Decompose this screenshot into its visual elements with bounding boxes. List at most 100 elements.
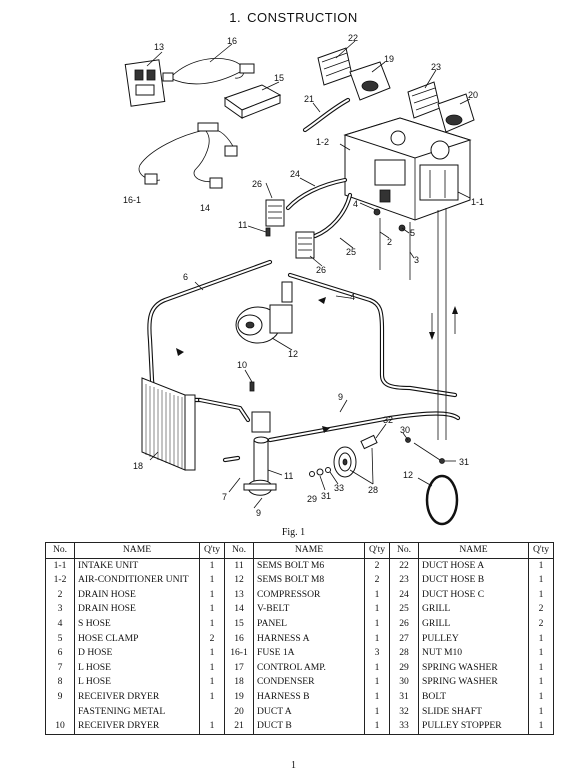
col-header-name: NAME xyxy=(418,542,529,559)
table-cell-qty: 1 xyxy=(199,646,225,661)
table-cell-qty: 2 xyxy=(528,616,554,632)
construction-diagram: 13 16 15 22 19 23 20 21 1-2 1-1 24 26 4 … xyxy=(123,33,484,526)
callout: 10 xyxy=(237,360,247,370)
table-cell-qty: 1 xyxy=(199,602,225,617)
table-cell-qty: 1 xyxy=(364,689,390,705)
callout: 6 xyxy=(183,272,188,282)
table-cell-name: L HOSE xyxy=(74,675,200,690)
table-cell-qty: 1 xyxy=(199,587,225,603)
col-header-name: NAME xyxy=(253,542,365,559)
table-cell-no: 21 xyxy=(224,719,254,735)
callout: 26 xyxy=(252,179,262,189)
table-cell-name: SLIDE SHAFT xyxy=(418,704,529,720)
grill-26-a xyxy=(265,199,285,227)
table-cell-name: RECEIVER DRYER xyxy=(74,689,200,705)
col-header-qty: Q'ty xyxy=(528,542,554,559)
table-cell-name: SPRING WASHER xyxy=(418,660,529,676)
callout: 12 xyxy=(288,349,298,359)
table-cell-name: SEMS BOLT M6 xyxy=(253,558,365,574)
callout: 25 xyxy=(346,247,356,257)
callout: 19 xyxy=(384,54,394,64)
table-cell-no: 20 xyxy=(224,704,254,720)
table-cell-qty: 1 xyxy=(528,587,554,603)
table-cell-qty: 2 xyxy=(364,558,390,574)
table-cell-no: 2 xyxy=(45,587,75,603)
leader-lines xyxy=(146,40,471,509)
table-cell-no: 10 xyxy=(45,719,75,735)
table-cell-no: 6 xyxy=(45,646,75,661)
table-cell-no: 29 xyxy=(389,660,419,676)
table-cell-name: DUCT B xyxy=(253,719,365,735)
table-cell-qty: 1 xyxy=(528,704,554,720)
table-cell-no: 18 xyxy=(224,675,254,690)
table-cell-name: FASTENING METAL xyxy=(74,704,200,720)
callout: 4 xyxy=(353,199,358,209)
table-cell-no: 12 xyxy=(224,573,254,588)
harness-16 xyxy=(138,122,238,189)
table-cell-qty: 1 xyxy=(364,587,390,603)
col-header-qty: Q'ty xyxy=(199,542,225,559)
table-cell-qty: 1 xyxy=(199,573,225,588)
table-cell-name: HARNESS A xyxy=(253,631,365,647)
table-cell-no: 33 xyxy=(389,719,419,735)
table-cell-qty: 1 xyxy=(364,616,390,632)
callout: 7 xyxy=(222,492,227,502)
table-cell-qty: 1 xyxy=(528,660,554,676)
callout: 32 xyxy=(383,415,393,425)
table-cell-name: DUCT HOSE C xyxy=(418,587,529,603)
callout: 16-1 xyxy=(123,195,141,205)
table-cell-qty: 3 xyxy=(364,646,390,661)
duct-hose-22 xyxy=(302,97,351,133)
table-cell-no: 14 xyxy=(224,602,254,617)
table-cell-name: GRILL xyxy=(418,616,529,632)
duct-hose-23 xyxy=(285,177,348,211)
callout: 31 xyxy=(321,491,331,501)
table-cell-name: CONTROL AMP. xyxy=(253,660,365,676)
table-cell-name: DUCT HOSE B xyxy=(418,573,529,588)
table-cell-qty: 1 xyxy=(364,675,390,690)
duct-21 xyxy=(437,93,475,133)
callout: 4 xyxy=(350,292,355,302)
callout: 33 xyxy=(334,483,344,493)
callout: 3 xyxy=(414,255,419,265)
table-cell-no: 16 xyxy=(224,631,254,647)
grill-25-a xyxy=(317,47,353,86)
table-cell-name: L HOSE xyxy=(74,660,200,676)
page-title: 1.CONSTRUCTION xyxy=(0,10,587,25)
callout: 1-2 xyxy=(316,137,329,147)
figure-caption: Fig. 1 xyxy=(281,527,306,538)
table-cell-qty: 1 xyxy=(364,704,390,720)
callout: 9 xyxy=(256,508,261,518)
table-cell-qty: 1 xyxy=(199,660,225,676)
table-cell-qty: 1 xyxy=(199,719,225,735)
table-cell-name: SPRING WASHER xyxy=(418,675,529,690)
callout: 30 xyxy=(400,425,410,435)
table-cell-name: BOLT xyxy=(418,689,529,705)
duct-hose-24 xyxy=(312,192,353,239)
table-cell-name: RECEIVER DRYER xyxy=(74,719,200,735)
col-header-no: No. xyxy=(389,542,419,559)
grill-26-b xyxy=(295,231,315,259)
table-header-row: No. NAME Q'ty No. NAME Q'ty No. NAME Q't… xyxy=(45,542,554,559)
fastening-metal-9 xyxy=(243,479,277,496)
table-cell-qty: 1 xyxy=(199,616,225,632)
air-conditioner-unit xyxy=(343,117,472,221)
table-cell-no: 32 xyxy=(389,704,419,720)
receiver-dryer-10 xyxy=(251,411,271,487)
callout: 21 xyxy=(304,94,314,104)
table-cell-no: 1-2 xyxy=(45,573,75,588)
callout: 23 xyxy=(431,62,441,72)
table-cell-no: 26 xyxy=(389,616,419,632)
table-cell-name: CONDENSER xyxy=(253,675,365,690)
table-cell-qty: 1 xyxy=(528,689,554,705)
table-cell-name: HARNESS B xyxy=(253,689,365,705)
table-cell-no: 19 xyxy=(224,689,254,705)
table-cell-qty: 1 xyxy=(528,719,554,735)
table-cell-name: NUT M10 xyxy=(418,646,529,661)
